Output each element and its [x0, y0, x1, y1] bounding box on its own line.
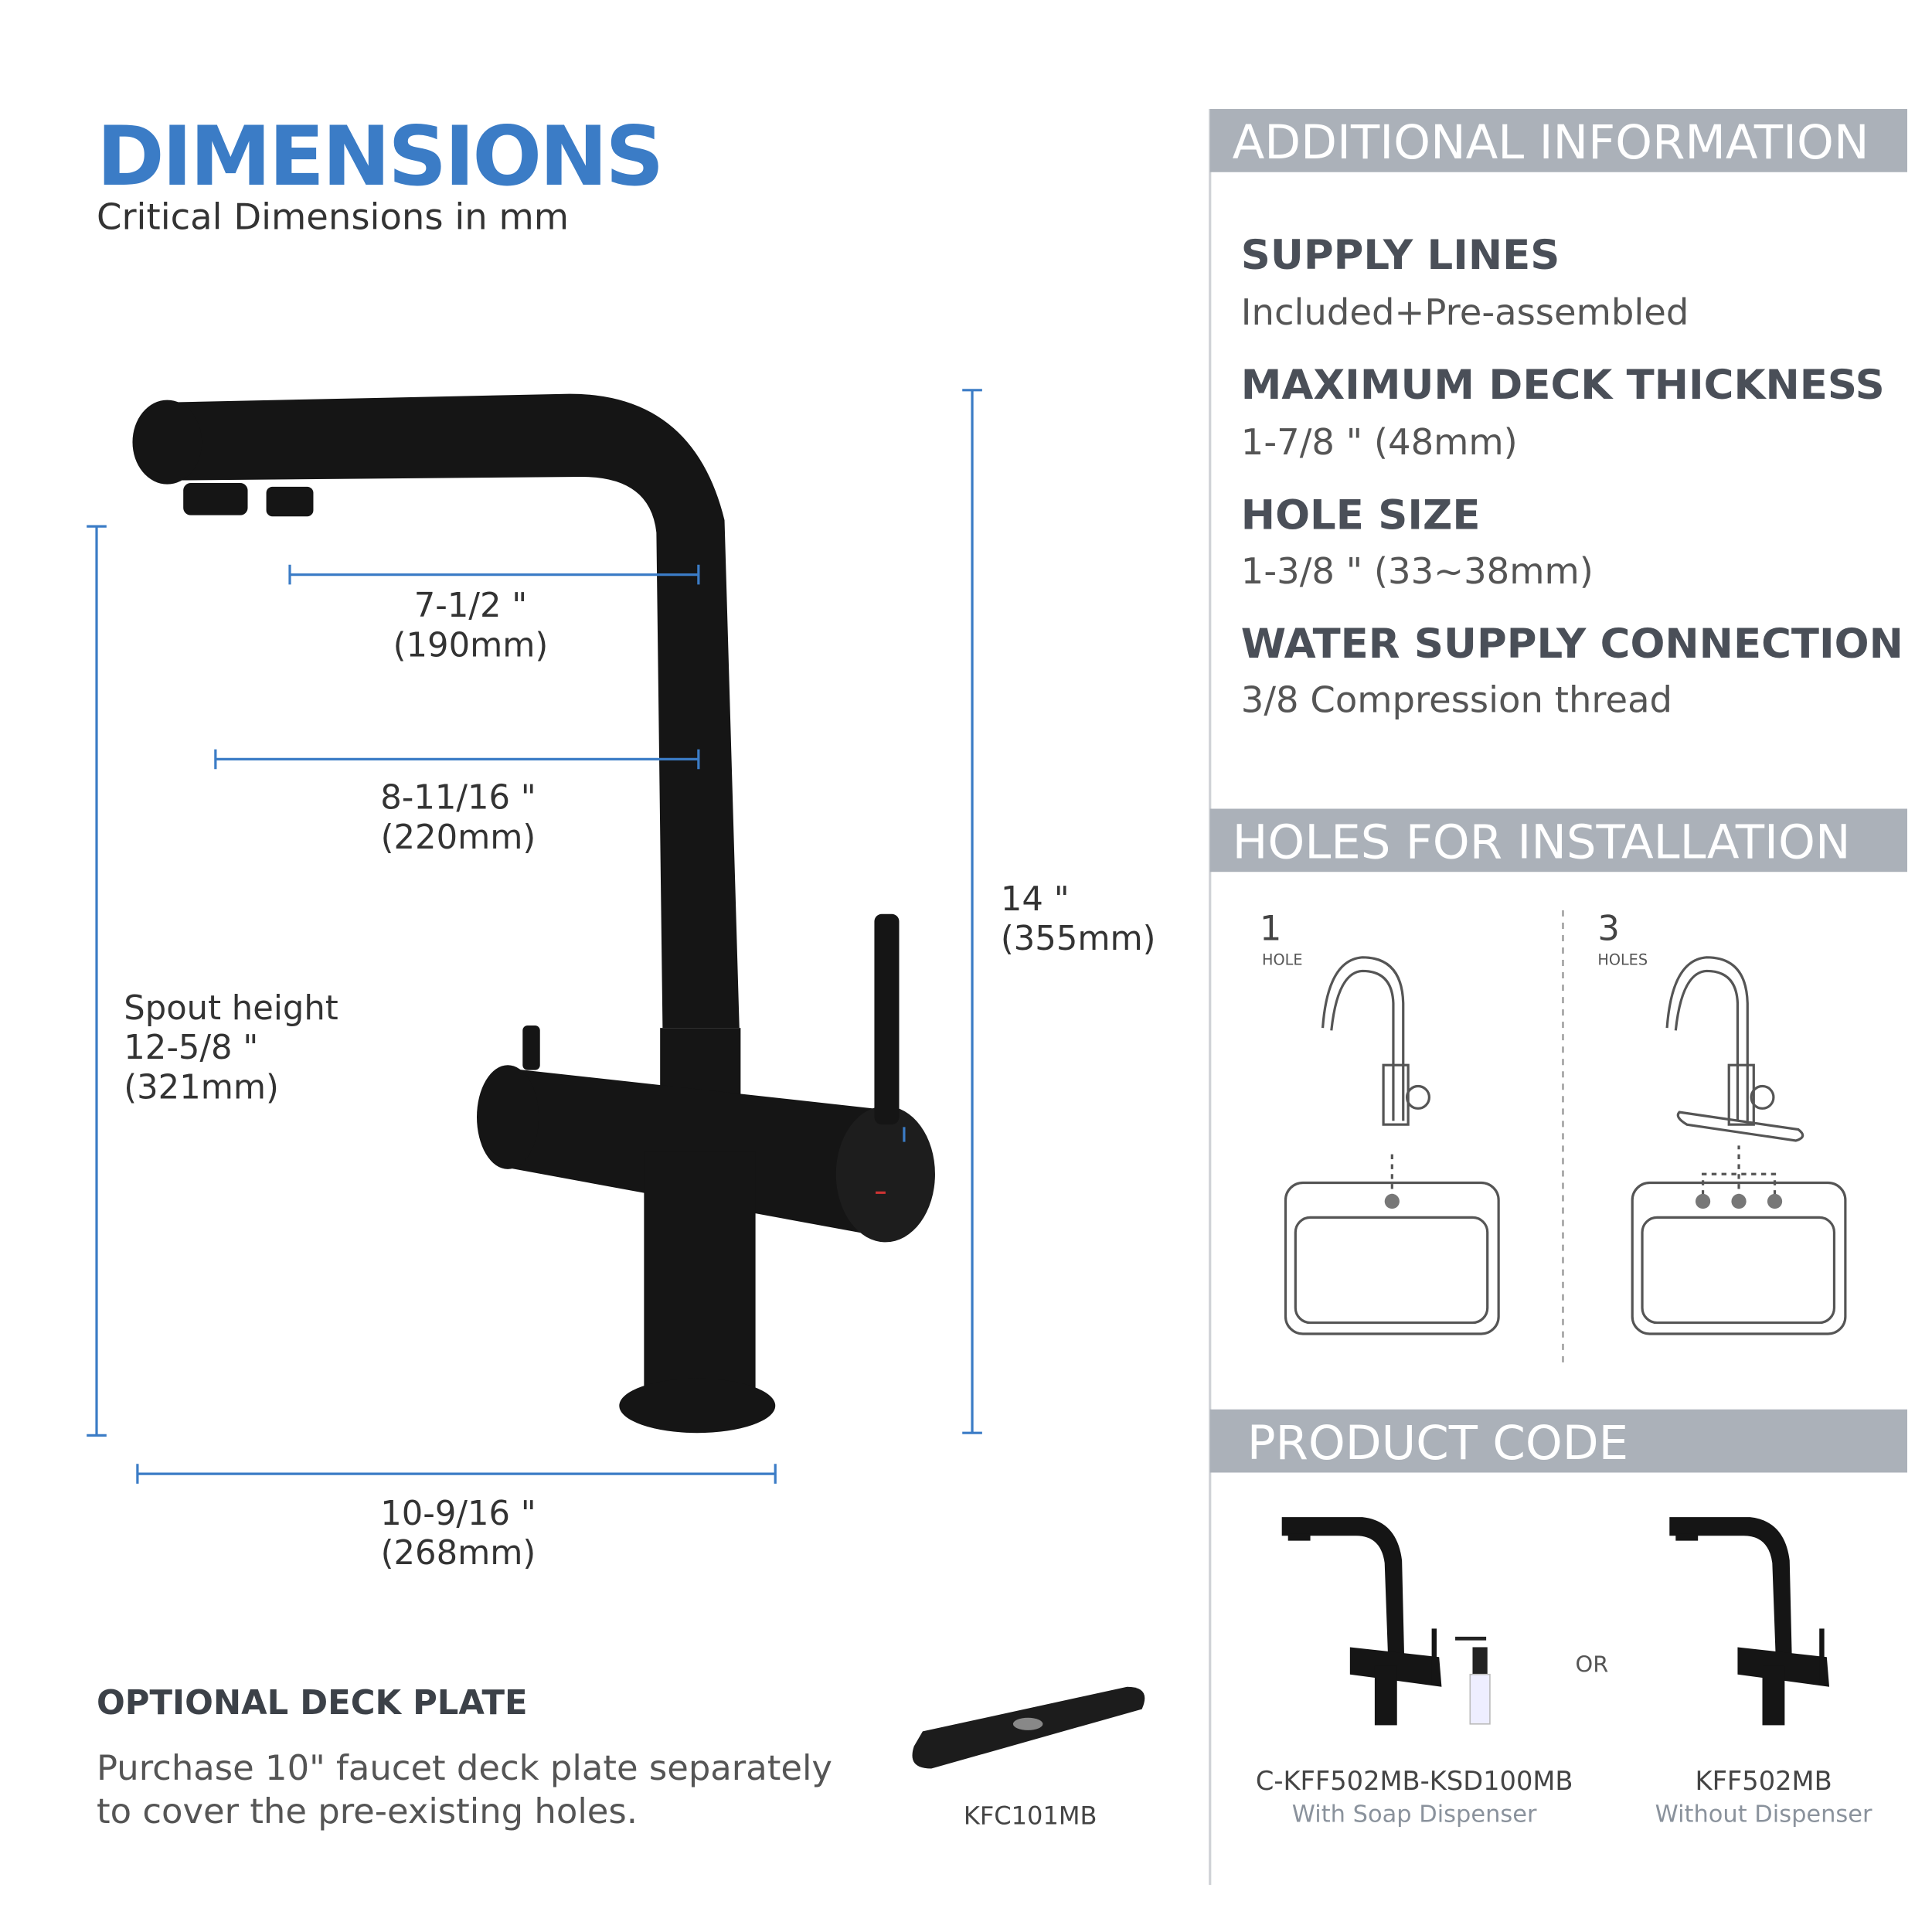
info-label: SUPPLY LINES: [1240, 230, 1560, 279]
hole-count: 3: [1597, 907, 1620, 949]
deck-plate-title: OPTIONAL DECK PLATE: [97, 1684, 528, 1723]
dim-inches: 10-9/16 ": [380, 1495, 536, 1534]
dim-caption: Spout height: [124, 989, 338, 1029]
dimension-lines: [87, 389, 982, 1484]
hole-label: HOLE: [1262, 951, 1303, 969]
info-value: 1-3/8 " (33~38mm): [1240, 549, 1594, 593]
dim-inches: 12-5/8 ": [124, 1029, 259, 1068]
dim-mm: (355mm): [1000, 920, 1156, 959]
product-faucet-without-dispenser: [1669, 1517, 1830, 1726]
page-subtitle: Critical Dimensions in mm: [97, 196, 570, 238]
info-label: WATER SUPPLY CONNECTION: [1240, 619, 1903, 668]
dim-inches: 14 ": [1000, 880, 1070, 920]
dim-mm: (220mm): [380, 818, 536, 857]
reach-190-label: 7-1/2 " (190mm): [372, 587, 570, 667]
deck-plate-line: Purchase 10" faucet deck plate separatel…: [97, 1747, 832, 1789]
info-label: HOLE SIZE: [1240, 490, 1481, 539]
page-title: DIMENSIONS: [97, 109, 664, 205]
spout-height-label: Spout height 12-5/8 " (321mm): [124, 989, 338, 1108]
product-code-header: PRODUCT CODE: [1209, 1409, 1908, 1473]
deck-plate-line: to cover the pre-existing holes.: [97, 1791, 638, 1832]
dim-inches: 7-1/2 ": [413, 587, 528, 626]
product-code: KFF502MB: [1695, 1766, 1832, 1796]
info-value: Included+Pre-assembled: [1240, 291, 1689, 334]
one-hole-diagram: [1284, 956, 1500, 1335]
or-separator: OR: [1575, 1651, 1609, 1679]
height-label: 14 " (355mm): [1001, 880, 1156, 960]
base-width-label: 10-9/16 " (268mm): [359, 1495, 557, 1574]
product-description: Without Dispenser: [1655, 1801, 1872, 1828]
hole-count: 1: [1259, 907, 1282, 949]
product-description: With Soap Dispenser: [1291, 1801, 1537, 1828]
dim-inches: 8-11/16 ": [380, 779, 536, 818]
info-value: 1-7/8 " (48mm): [1240, 420, 1518, 464]
faucet-image: [132, 393, 935, 1434]
deck-plate-image: [912, 1686, 1145, 1769]
info-label: MAXIMUM DECK THICKNESS: [1240, 360, 1885, 409]
deck-plate-description: Purchase 10" faucet deck plate separatel…: [97, 1747, 832, 1833]
hole-label: HOLES: [1597, 951, 1648, 969]
dim-mm: (190mm): [393, 626, 549, 665]
three-holes-diagram: [1631, 956, 1847, 1335]
dim-mm: (268mm): [380, 1534, 536, 1573]
dim-mm: (321mm): [124, 1069, 279, 1107]
reach-220-label: 8-11/16 " (220mm): [359, 779, 557, 859]
additional-info-header: ADDITIONAL INFORMATION: [1209, 109, 1908, 172]
holes-header: HOLES FOR INSTALLATION: [1209, 808, 1908, 872]
product-code: C-KFF502MB-KSD100MB: [1255, 1766, 1573, 1796]
deck-plate-code: KFC101MB: [963, 1801, 1097, 1831]
product-faucet-with-dispenser: [1281, 1517, 1491, 1726]
info-value: 3/8 Compression thread: [1240, 679, 1673, 721]
